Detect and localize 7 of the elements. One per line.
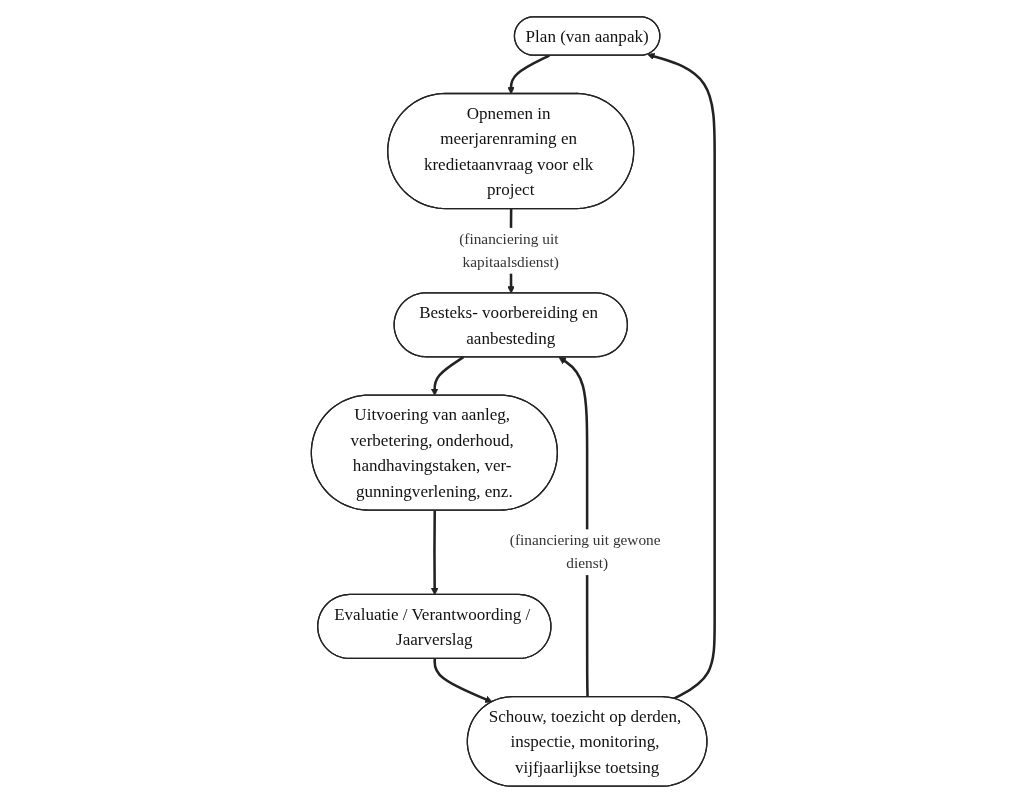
arrow [430,510,439,596]
edge-label: (financiering uit gewone dienst) [509,531,661,572]
arrow [507,54,550,95]
arrow [430,356,465,396]
arrow [647,52,716,700]
edge-label: (financiering uit kapitaalsdienst) [459,230,559,271]
arrow [433,658,493,703]
